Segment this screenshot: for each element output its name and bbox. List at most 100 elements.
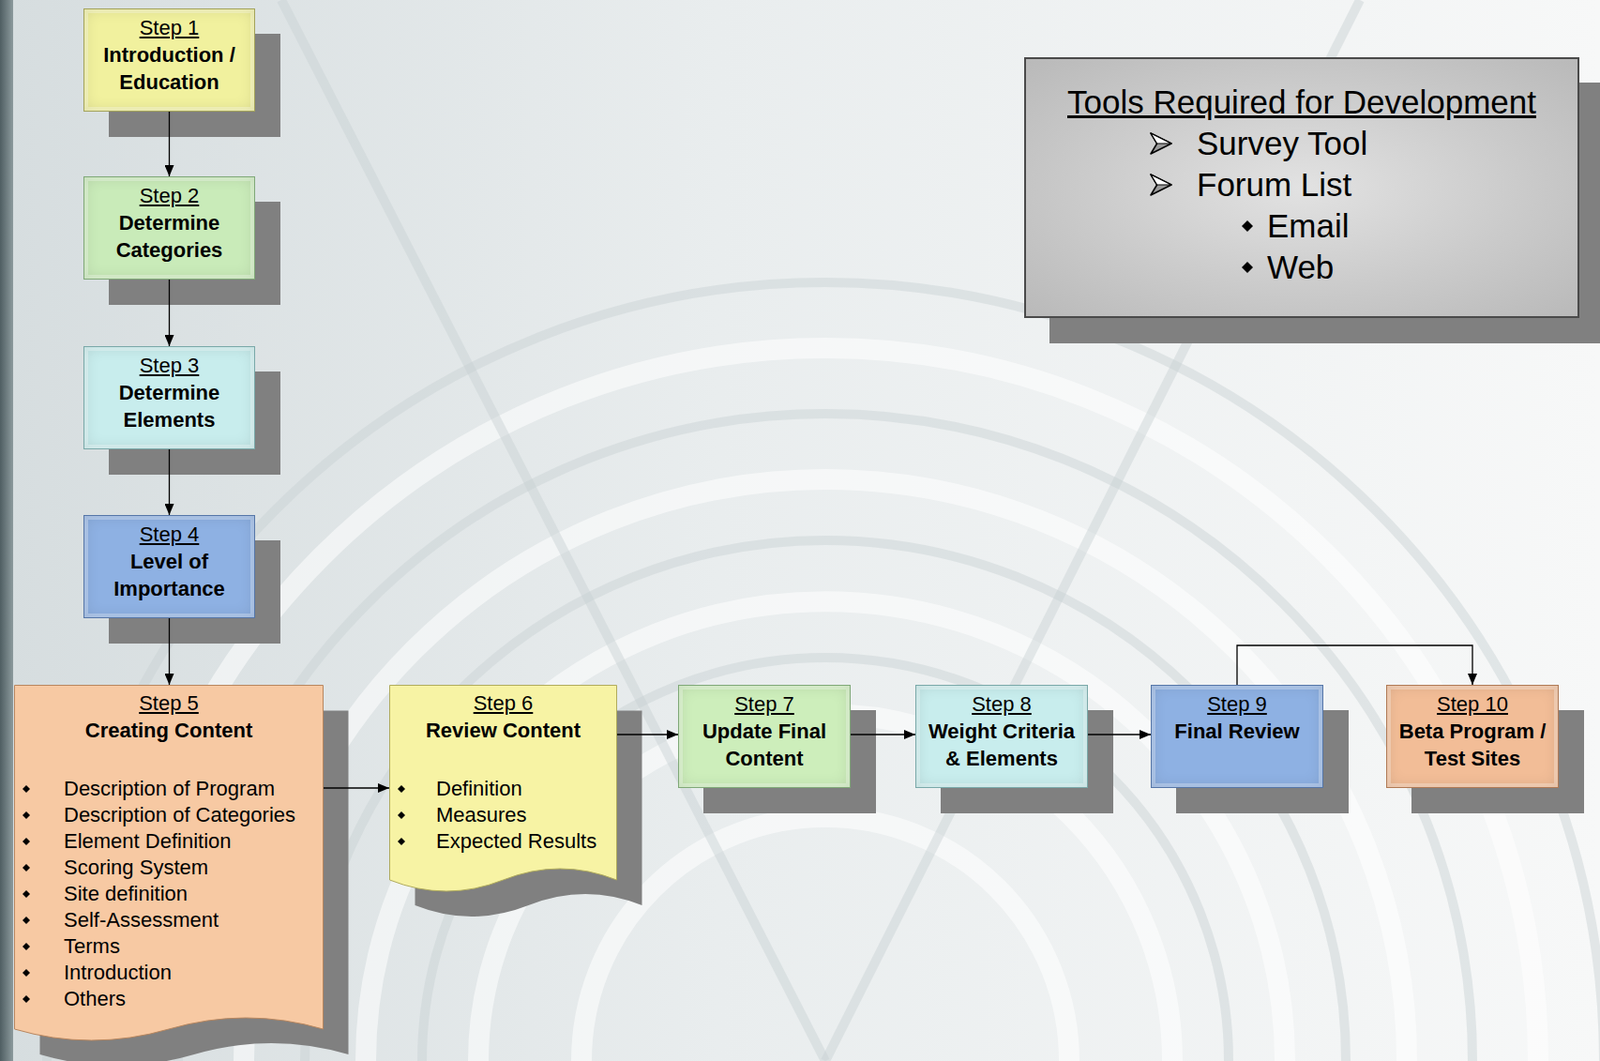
process-box: Step 1Introduction / Education — [83, 8, 256, 112]
bullet-diamond — [22, 968, 31, 977]
text-row: Step 4 — [90, 521, 249, 548]
bullet-diamond — [22, 837, 31, 846]
bullet-diamond — [22, 811, 31, 819]
step-title: Level of Importance — [113, 549, 226, 601]
left-strip — [0, 0, 14, 1061]
text-row: Review Content — [394, 716, 612, 744]
step-title: Weight Criteria & Elements — [928, 719, 1075, 770]
flow-arrow — [617, 733, 679, 735]
bullet-item: Measures — [436, 802, 528, 827]
text-row: Others — [19, 985, 318, 1012]
text-row: Element Definition — [19, 828, 318, 855]
text-row: Step 9 — [1157, 691, 1317, 718]
step-label: Step 3 — [139, 353, 200, 378]
bullet-item: Definition — [436, 776, 523, 800]
tunnel-arc — [581, 816, 1070, 1061]
bullet-item: Description of Program — [63, 776, 275, 800]
document-box: Step 6 Review ContentDefinitionMeasuresEx… — [389, 684, 618, 891]
step-label: Step 10 — [1436, 692, 1509, 716]
bullet-diamond — [22, 916, 31, 924]
bullet-arrow-facet — [1150, 174, 1172, 185]
bullet-item: Site definition — [63, 881, 188, 906]
bullet-diamond — [397, 784, 406, 793]
step-title: Review Content — [425, 718, 581, 742]
panel-item: Survey Tool — [1196, 124, 1368, 162]
text-row: Scoring System — [19, 854, 318, 881]
bullet-item: Introduction — [63, 960, 172, 984]
bullet-arrow — [1150, 174, 1172, 196]
document-box: Step 5 Creating ContentDescription of Pro… — [14, 684, 324, 1041]
bullet-arrow — [1150, 133, 1172, 154]
bullet-arrow — [1150, 174, 1172, 196]
text-row: Step 7 — [684, 691, 845, 718]
text-row: Determine Categories — [90, 209, 249, 264]
panel-subitem: Web — [1267, 248, 1334, 286]
process-box: Step 2Determine Categories — [83, 176, 256, 280]
bullet-arrow-facet — [1150, 133, 1172, 144]
text-row: Determine Elements — [90, 378, 249, 434]
tunnel-arc — [365, 601, 1285, 1061]
bullet-diamond — [22, 863, 31, 872]
edge-layer — [169, 111, 1474, 788]
bullet-diamond — [397, 837, 406, 846]
bullet-diamond — [397, 811, 406, 819]
step-label: Step 5 — [138, 691, 199, 715]
tunnel-arc — [243, 479, 1407, 1061]
step-title: Creating Content — [85, 718, 253, 742]
text-row: Measures — [394, 801, 612, 829]
text-row: Survey Tool — [1035, 122, 1569, 165]
step-label: Step 6 — [473, 691, 534, 715]
bullet-diamond — [397, 811, 406, 819]
process-box: Step 7Update Final Content — [678, 684, 851, 788]
text-row: Step 5 — [19, 690, 318, 717]
text-row: Update Final Content — [684, 717, 845, 772]
text-row: Step 6 — [394, 690, 612, 717]
flow-arrow — [168, 449, 170, 515]
step-title: Determine Elements — [119, 380, 221, 432]
bullet-diamond — [22, 968, 31, 977]
text-row: Step 1 — [90, 15, 249, 42]
bullet-diamond — [22, 995, 31, 1003]
step-title: Update Final Content — [702, 719, 827, 770]
step-label: Step 1 — [139, 15, 200, 40]
tunnel-beam — [281, 0, 826, 1061]
process-box: Step 4 Level of Importance — [83, 514, 256, 619]
text-row: Tools Required for Development — [1035, 81, 1569, 123]
text-row: Description of Categories — [19, 801, 318, 829]
text-row: Description of Program — [19, 775, 318, 802]
bullet-diamond — [22, 942, 31, 951]
step-title: Final Review — [1174, 719, 1299, 743]
bullet-arrow — [1150, 133, 1172, 154]
document-fill — [390, 685, 618, 892]
panel-subitem: Email — [1267, 207, 1350, 244]
flow-arrow — [323, 786, 390, 788]
document-fill — [15, 685, 324, 1042]
step-label: Step 4 — [139, 522, 200, 546]
text-row: Creating Content — [19, 716, 318, 744]
bullet-diamond — [1241, 261, 1253, 273]
bullet-diamond — [22, 863, 31, 872]
text-row: Forum List — [1035, 164, 1569, 206]
process-box: Step 8 Weight Criteria & Elements — [915, 684, 1088, 788]
tunnel-arc — [178, 413, 1473, 1061]
text-row: Expected Results — [394, 828, 612, 855]
bullet-diamond — [22, 811, 31, 819]
text-row: Step 2 — [90, 182, 249, 210]
bullet-diamond — [1241, 220, 1253, 232]
step-title: Determine Categories — [116, 211, 224, 262]
text-row: Terms — [19, 933, 318, 960]
step-label: Step 8 — [971, 692, 1032, 716]
text-row: Self-Assessment — [19, 906, 318, 934]
step-label: Step 9 — [1207, 692, 1268, 716]
step-title: Beta Program / Test Sites — [1399, 719, 1547, 770]
text-row: Email — [1035, 205, 1569, 247]
bullet-item: Description of Categories — [63, 802, 296, 827]
text-row: Step 8 — [921, 691, 1082, 718]
bullet-item: Terms — [63, 934, 121, 958]
text-row: Step 3 — [90, 352, 249, 379]
bullet-diamond — [1241, 220, 1253, 232]
text-row: Introduction — [19, 959, 318, 986]
bullet-diamond — [22, 942, 31, 951]
